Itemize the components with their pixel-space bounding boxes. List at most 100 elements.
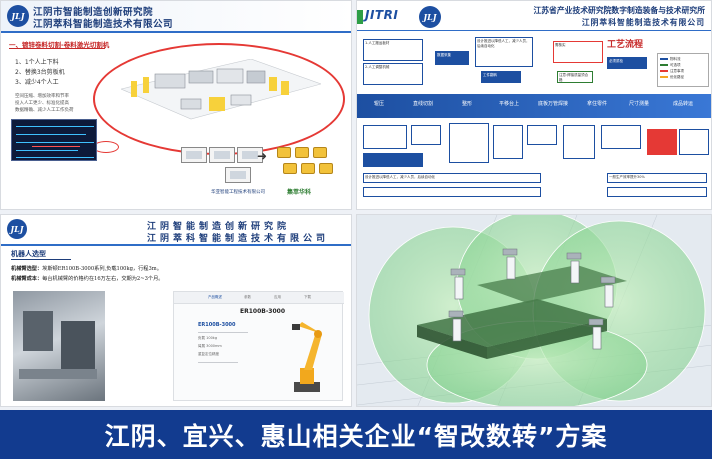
process-title: 工艺流程 (607, 40, 644, 50)
machine-icon (209, 147, 235, 163)
flow-box: 设计推进以降低人工，减少人员，后续自动化 (475, 37, 533, 67)
process-step: 底板万管焊接 (537, 101, 568, 107)
machine-icon (181, 147, 207, 163)
card-tab[interactable]: 下载 (304, 295, 311, 299)
slide-title-line1: 江苏省产业技术研究院数字制造装备与技术研究所 (533, 6, 705, 15)
flow-note (363, 187, 541, 197)
legend-label: 优化路径 (670, 74, 684, 79)
header-rule (1, 31, 351, 33)
simulation-render (357, 215, 711, 406)
flow-box (363, 153, 423, 167)
slide-laser-cutting: JLJ 江阴市智能制造创新研究院 江阴萃科智能制造技术有限公司 一、镀锌卷料切割… (0, 0, 352, 210)
highlight-oval (93, 43, 345, 155)
flow-box: 1.人工搬运板材 (363, 39, 423, 61)
machine-icon (225, 167, 251, 183)
coil-icon (295, 147, 309, 158)
flow-box: 工件翻转 (481, 71, 521, 83)
workshop-photo (13, 291, 105, 401)
card-tabs (174, 292, 344, 304)
institute-logo: JLJ (7, 5, 29, 27)
para-label: 机械臂成本： (11, 276, 43, 282)
process-step: 尺寸测量 (628, 101, 649, 107)
card-spec: 臂展 3000mm (198, 344, 222, 348)
slide-title-line1: 江阴智能制造创新研究院 (147, 222, 291, 232)
card-tab[interactable]: 应用 (274, 295, 281, 299)
flow-box (563, 125, 595, 159)
robot-cell-simulation (356, 214, 712, 407)
process-step: 直线切割 (412, 101, 433, 107)
slide-title-line1: 江阴市智能制造创新研究院 (33, 7, 154, 18)
process-step: 成品转运 (672, 101, 693, 107)
footer-partner: 华亚智能工程技术有限公司 (211, 190, 265, 195)
slide-robot-selection: JLJ 江阴智能制造创新研究院 江阴萃科智能制造技术有限公司 机器人选型 机械臂… (0, 214, 352, 407)
flow-box: 2.人工调整机械 (363, 63, 423, 85)
coil-icon (301, 163, 315, 174)
flow-box: 注意:焊接质量须合格 (557, 71, 593, 83)
robot-cost-line: 机械臂成本：每台机械臂的价格约在16万左右，交期为2~3个月。 (11, 275, 163, 282)
section-underline (9, 48, 105, 49)
process-step: 拿住零件 (586, 101, 607, 107)
legend-label: 可选项 (670, 62, 681, 67)
card-tab[interactable]: 产品概述 (208, 295, 222, 299)
process-step: 平移台上 (498, 101, 519, 107)
para-text: 埃斯顿ER100B-3000系列,负载100kg，行程3m。 (42, 266, 162, 272)
process-step: 辊压 (373, 101, 384, 107)
bullet-item: 1、1个人上下料 (15, 59, 59, 66)
header-rule (1, 244, 351, 246)
note-item: 空间压缩、增加效率和节率 (15, 94, 69, 99)
flow-note: 设计推进以降低人工，减少人员，后续自动化 (363, 173, 541, 183)
institute-logo: JLJ (419, 6, 441, 28)
coil-icon (277, 147, 291, 158)
bullet-item: 3、减少4个人工 (15, 79, 59, 86)
flow-box: 需核实 (553, 41, 603, 63)
para-label: 机械臂选型： (11, 266, 43, 272)
flow-box (411, 125, 441, 145)
robot-model-line: 机械臂选型：埃斯顿ER100B-3000系列,负载100kg，行程3m。 (11, 265, 162, 272)
slide-title-line2: 江阴萃科智能制造技术有限公司 (147, 234, 330, 244)
bottom-banner: 江阴、宜兴、惠山相关企业“智改数转”方案 (0, 410, 712, 459)
jitri-logo-mark (357, 10, 363, 24)
flow-box (601, 125, 641, 149)
process-step: 整形 (461, 101, 472, 107)
section-underline (11, 259, 71, 260)
arrow-right-icon: ➜ (257, 149, 268, 163)
footer-brand: 集萃华科 (287, 189, 312, 196)
slide-title-line2: 江阴萃科智能制造技术有限公司 (33, 19, 174, 30)
flow-note (607, 187, 707, 197)
institute-logo: JLJ (7, 219, 27, 239)
process-band (357, 94, 711, 118)
note-item: 数据精确、减少人工工作负荷 (15, 108, 74, 113)
product-card: 产品概述 参数 应用 下载 ER100B-3000 ER100B-3000 负载… (173, 291, 344, 401)
card-spec: 重复定位精度 (198, 352, 219, 356)
cad-drawing (11, 119, 97, 161)
card-tab[interactable]: 参数 (244, 295, 251, 299)
banner-title: 江阴、宜兴、惠山相关企业“智改数转”方案 (104, 421, 608, 451)
legend-box: 物料流 可选项 注意事项 优化路径 (657, 53, 709, 87)
legend-label: 注意事项 (670, 68, 684, 73)
flow-box (679, 129, 709, 155)
flow-box (363, 125, 407, 149)
flow-box (527, 125, 557, 145)
flow-box (647, 129, 677, 155)
coil-icon (313, 147, 327, 158)
card-spec: 负载 100kg (198, 336, 218, 340)
robot-arm-illustration (292, 322, 322, 392)
bullet-item: 2、替换3台剪板机 (15, 69, 65, 76)
para-text: 每台机械臂的价格约在16万左右，交期为2~3个月。 (42, 276, 164, 282)
flow-box (449, 123, 489, 163)
header-rule (357, 30, 711, 31)
card-model-title: ER100B-3000 (240, 308, 286, 315)
coil-icon (283, 163, 297, 174)
flow-note: 一般生产效率提升30% (607, 173, 707, 183)
coil-icon (319, 163, 333, 174)
section-title: 一、镀锌卷料切割-卷料激光切割机 (9, 41, 110, 49)
flow-box (493, 125, 523, 159)
flow-box: 必须质检 (607, 57, 647, 69)
machine-icon (237, 147, 263, 163)
jitri-logo: JITRI (365, 8, 399, 22)
slide-title-line2: 江阴萃科智能制造技术有限公司 (581, 18, 705, 27)
slide-process-flow: JITRI JLJ 江苏省产业技术研究院数字制造装备与技术研究所 江阴萃科智能制… (356, 0, 712, 210)
flow-box: 数据采集 (435, 51, 469, 65)
section-title: 机器人选型 (11, 250, 46, 258)
